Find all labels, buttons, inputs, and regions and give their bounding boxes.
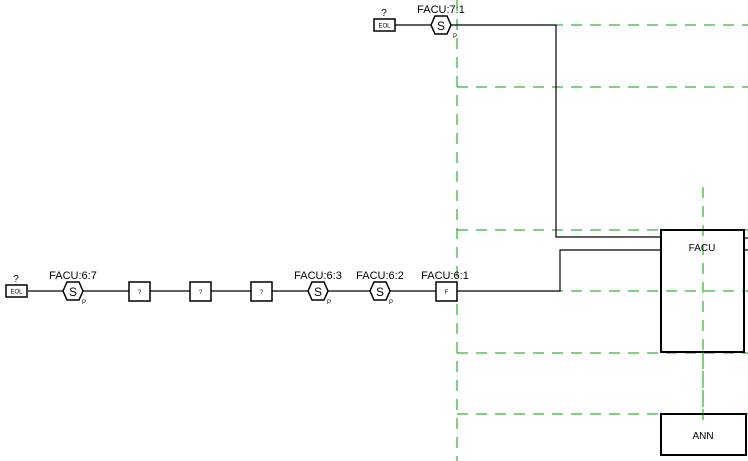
eol-bottom[interactable]: ? EOL bbox=[5, 274, 28, 298]
svg-text:P: P bbox=[82, 300, 86, 306]
svg-text:?: ? bbox=[381, 8, 387, 19]
svg-text:ANN: ANN bbox=[692, 431, 713, 442]
svg-text:FACU: FACU bbox=[689, 243, 716, 254]
svg-text:EOL: EOL bbox=[10, 290, 23, 296]
svg-text:S: S bbox=[69, 285, 77, 299]
svg-text:P: P bbox=[327, 300, 331, 306]
svg-text:FACU:6:3: FACU:6:3 bbox=[294, 270, 342, 282]
svg-text:FACU:6:1: FACU:6:1 bbox=[421, 270, 469, 282]
svg-text:?: ? bbox=[13, 274, 19, 285]
svg-text:P: P bbox=[453, 34, 457, 40]
svg-text:FACU:7:1: FACU:7:1 bbox=[417, 4, 465, 16]
svg-text:FACU:6:7: FACU:6:7 bbox=[49, 270, 97, 282]
wiring bbox=[28, 24, 748, 292]
svg-text:P: P bbox=[389, 300, 393, 306]
svg-text:?: ? bbox=[199, 290, 203, 296]
svg-text:S: S bbox=[314, 285, 322, 299]
smoke-detector-6-3[interactable]: FACU:6:3 S P bbox=[294, 270, 342, 306]
smoke-detector-6-2[interactable]: FACU:6:2 S P bbox=[356, 270, 404, 306]
flow-switch-6-1[interactable]: FACU:6:1 F bbox=[421, 270, 469, 302]
svg-text:?: ? bbox=[138, 290, 142, 296]
svg-text:EOL: EOL bbox=[378, 24, 391, 30]
ann-panel[interactable]: ANN bbox=[660, 413, 747, 456]
unknown-device-2[interactable]: ? bbox=[189, 281, 212, 302]
svg-text:S: S bbox=[437, 19, 445, 33]
smoke-detector-7-1[interactable]: FACU:7:1 S P bbox=[417, 4, 465, 40]
smoke-detector-6-7[interactable]: FACU:6:7 S P bbox=[49, 270, 97, 306]
svg-text:S: S bbox=[376, 285, 384, 299]
svg-text:F: F bbox=[445, 290, 449, 296]
svg-text:?: ? bbox=[260, 290, 264, 296]
unknown-device-1[interactable]: ? bbox=[128, 281, 151, 302]
eol-top[interactable]: ? EOL bbox=[373, 8, 396, 32]
unknown-device-3[interactable]: ? bbox=[250, 281, 273, 302]
svg-text:FACU:6:2: FACU:6:2 bbox=[356, 270, 404, 282]
